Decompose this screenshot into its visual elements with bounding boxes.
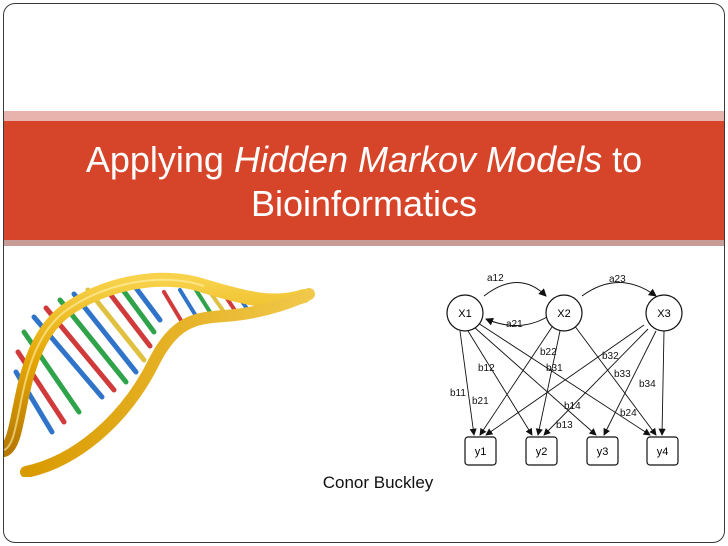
label-a21: a21 <box>506 319 523 330</box>
author-name: Conor Buckley <box>322 473 434 492</box>
title-part2: to <box>602 139 643 180</box>
state-node-x3: X3 <box>645 294 683 332</box>
svg-text:y4: y4 <box>657 446 669 458</box>
label-b12: b12 <box>478 363 495 374</box>
observation-node-y4: y4 <box>646 436 679 466</box>
label-a12: a12 <box>487 273 504 284</box>
svg-text:y3: y3 <box>597 446 609 458</box>
emission-x1-y4 <box>477 322 651 436</box>
svg-text:y1: y1 <box>475 446 487 458</box>
hmm-diagram: X1 X2 X3 y1 y2 y3 y4 a12 a21 <box>446 273 683 466</box>
slide-title: Applying Hidden Markov Models to Bioinfo… <box>4 138 724 226</box>
emission-x2-y4 <box>573 324 657 436</box>
label-b14: b14 <box>564 401 581 412</box>
emission-x3-y3 <box>603 330 657 436</box>
svg-text:X2: X2 <box>557 308 570 320</box>
label-b21: b21 <box>472 396 489 407</box>
title-line2: Bioinformatics <box>250 183 478 224</box>
emission-x3-y2 <box>543 328 649 436</box>
transition-arc-a21 <box>485 316 548 327</box>
label-b11: b11 <box>450 388 466 399</box>
emission-x1-y3 <box>473 326 597 436</box>
transition-arc-a23 <box>581 282 657 297</box>
label-b34: b34 <box>639 379 656 390</box>
transition-arc-a12 <box>483 282 547 297</box>
dna-helix-image <box>4 272 315 477</box>
state-node-x1: X1 <box>446 294 484 332</box>
banner-top-stripe <box>4 111 724 121</box>
label-b32: b32 <box>602 351 619 362</box>
emission-x3-y1 <box>485 324 645 436</box>
label-b24: b24 <box>620 408 637 419</box>
observation-node-y3: y3 <box>586 436 619 466</box>
slide: Applying Hidden Markov Models to Bioinfo… <box>3 3 725 543</box>
label-b31: b31 <box>546 363 563 374</box>
emission-x1-y2 <box>467 330 533 436</box>
state-node-x2: X2 <box>545 294 583 332</box>
banner-bottom-stripe <box>4 240 724 246</box>
label-b22: b22 <box>540 347 557 358</box>
svg-text:X3: X3 <box>657 308 670 320</box>
emission-x2-y2 <box>535 330 561 436</box>
svg-text:X1: X1 <box>458 308 471 320</box>
label-a23: a23 <box>609 274 626 285</box>
observation-node-y2: y2 <box>525 436 558 466</box>
emission-x3-y4 <box>658 330 666 436</box>
title-italic: Hidden Markov Models <box>233 139 603 180</box>
svg-text:y2: y2 <box>536 446 548 458</box>
label-b33: b33 <box>614 369 631 380</box>
emission-x1-y1 <box>459 330 477 436</box>
title-part1: Applying <box>85 139 234 180</box>
observation-node-y1: y1 <box>464 436 497 466</box>
title-banner: Applying Hidden Markov Models to Bioinfo… <box>4 121 724 242</box>
label-b13: b13 <box>556 420 573 431</box>
emission-x2-y1 <box>479 326 553 436</box>
